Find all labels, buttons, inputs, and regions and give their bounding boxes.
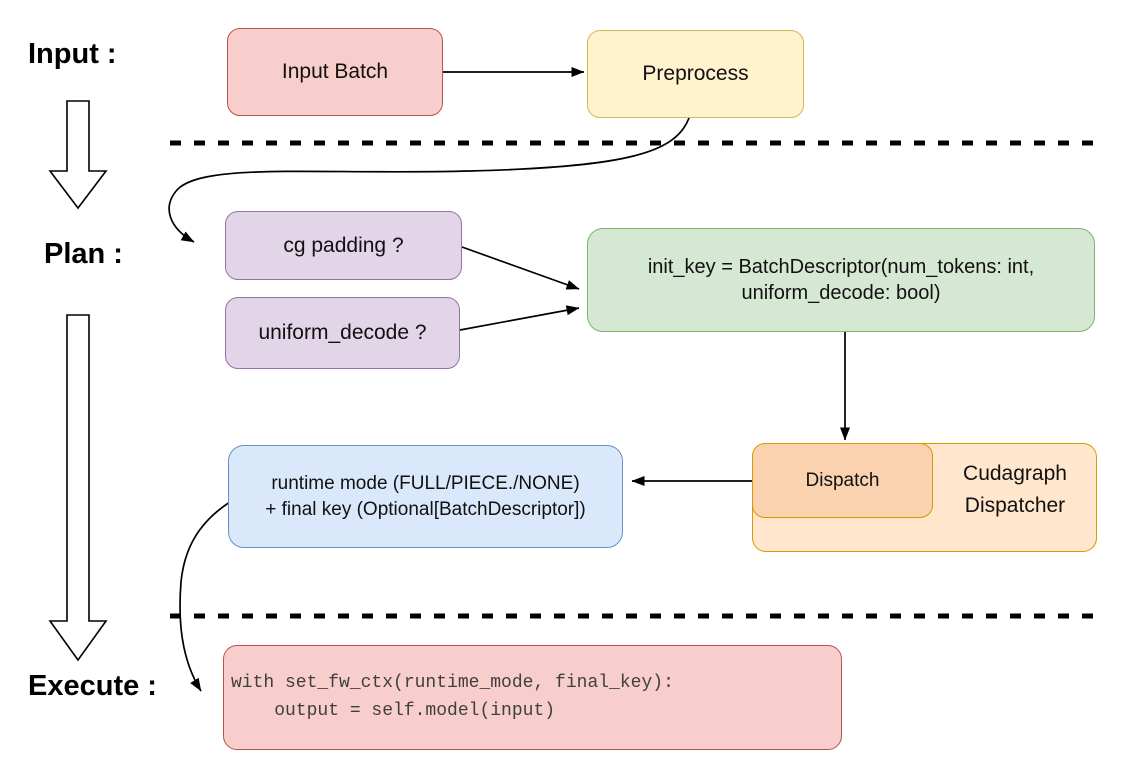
input-batch-node: Input Batch bbox=[227, 28, 443, 116]
execute-code-node: with set_fw_ctx(runtime_mode, final_key)… bbox=[223, 645, 842, 750]
dispatch-node: Dispatch bbox=[752, 443, 933, 518]
phase-label-execute: Execute : bbox=[28, 670, 157, 702]
input-batch-label: Input Batch bbox=[281, 60, 389, 84]
dispatch-label: Dispatch bbox=[805, 469, 880, 491]
phase-label-plan: Plan : bbox=[44, 238, 123, 270]
cg-padding-label: cg padding ? bbox=[283, 233, 404, 257]
runtime-result-line1: runtime mode (FULL/PIECE./NONE) bbox=[271, 473, 580, 495]
uniform-decode-node: uniform_decode ? bbox=[225, 297, 460, 369]
cudagraph-dispatcher-label: Cudagraph Dispatcher bbox=[933, 458, 1097, 521]
preprocess-label: Preprocess bbox=[642, 62, 749, 86]
uniform-decode-label: uniform_decode ? bbox=[258, 321, 427, 345]
init-key-label-line1: init_key = BatchDescriptor(num_tokens: i… bbox=[647, 255, 1035, 278]
execute-code-line1: with set_fw_ctx(runtime_mode, final_key)… bbox=[231, 672, 674, 693]
runtime-result-line2: + final key (Optional[BatchDescriptor]) bbox=[265, 498, 586, 520]
runtime-result-node: runtime mode (FULL/PIECE./NONE) + final … bbox=[228, 445, 623, 548]
phase-arrow-input-to-plan bbox=[48, 100, 108, 210]
preprocess-node: Preprocess bbox=[587, 30, 804, 118]
phase-arrow-plan-to-execute bbox=[48, 314, 108, 662]
cudagraph-label-line1: Cudagraph bbox=[963, 462, 1067, 485]
arrow-cg-padding-to-init-key bbox=[461, 246, 580, 290]
phase-label-input: Input : bbox=[28, 38, 117, 70]
execute-code-line2: output = self.model(input) bbox=[231, 700, 556, 721]
cg-padding-node: cg padding ? bbox=[225, 211, 462, 280]
arrow-uniform-decode-to-init-key bbox=[459, 305, 580, 331]
init-key-label-line2: uniform_decode: bool) bbox=[741, 282, 941, 304]
init-key-node: init_key = BatchDescriptor(num_tokens: i… bbox=[587, 228, 1095, 332]
cudagraph-label-line2: Dispatcher bbox=[964, 493, 1066, 517]
